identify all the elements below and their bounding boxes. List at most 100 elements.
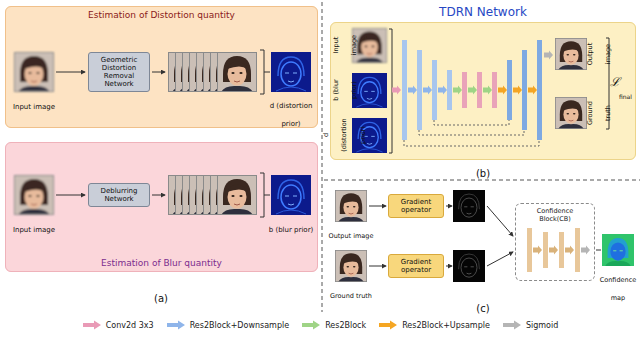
figure-part (417, 50, 422, 130)
label-holder: Output image (578, 37, 615, 71)
figure-part (217, 175, 257, 215)
figure-part (324, 180, 640, 181)
label-holder: Ground truth (330, 284, 372, 302)
figure-part (330, 22, 636, 160)
image-label: Ground truth (330, 292, 372, 300)
legend-swatch (378, 320, 398, 330)
box-label: Deblurring Network (92, 187, 146, 203)
figure-part (462, 72, 467, 108)
figure-part (492, 72, 497, 108)
figure-part (264, 72, 270, 73)
figure-part (487, 252, 513, 266)
figure-part (453, 190, 485, 222)
legend-swatch (82, 320, 102, 330)
figure-part (555, 97, 587, 129)
operator-box: Gradient operator (388, 194, 444, 218)
figure-part (392, 86, 401, 95)
loss-subscript: final (619, 93, 632, 100)
figure-part (322, 2, 323, 312)
figure-part (408, 86, 417, 95)
figure-part (537, 40, 542, 140)
legend-item: Res2Block (301, 320, 366, 330)
legend-text: Sigmoid (526, 321, 558, 330)
prior-label: d (distortion prior) (322, 118, 367, 152)
figure-part (14, 52, 54, 92)
unet-bars (402, 40, 542, 140)
figure-part (596, 250, 601, 251)
swatch-arrow (379, 321, 397, 330)
network-panel: TDRN Network (330, 22, 636, 160)
figure-part (533, 246, 542, 255)
figure-part (438, 86, 447, 95)
figure-part (468, 86, 477, 95)
image-label: Output image (329, 232, 374, 240)
label-holder: d (distortion prior) (260, 94, 322, 131)
label-holder: b (blur prior) (260, 218, 322, 236)
confidence-pipeline (335, 190, 634, 282)
panel-title: Estimation of Blur quantity (10, 258, 313, 268)
figure-part (559, 232, 564, 268)
prior-label: d (distortion prior) (270, 102, 313, 128)
panel-fills (5, 6, 636, 272)
figure-part (581, 246, 590, 255)
prior-label: b (blur prior) (269, 226, 314, 234)
legend-swatch (166, 320, 186, 330)
figure-part (453, 250, 485, 282)
legend-text: Res2Block (325, 321, 366, 330)
label-holder: Output image (329, 224, 374, 242)
label-holder: (a) (154, 288, 168, 306)
label-holder: b (blur prior) (324, 72, 361, 108)
image-label: Input image (13, 103, 55, 111)
panel-title: Estimation of Distortion quantity (10, 10, 313, 20)
figure-part (389, 29, 392, 153)
legend-item: Res2Block+Downsample (166, 320, 289, 330)
panel-tag: (c) (476, 303, 489, 314)
figure-part (152, 72, 165, 73)
label-holder: ℒ (610, 72, 620, 90)
box-label: Gradient operator (392, 198, 440, 214)
figure-part (549, 246, 558, 255)
legend-text: Res2Block+Downsample (190, 321, 289, 330)
figure-part (260, 50, 264, 94)
legend-item: Res2Block+Upsample (378, 320, 490, 330)
swatch-arrow (302, 321, 320, 330)
figure-part (446, 266, 452, 267)
figure-part (404, 140, 539, 146)
estimation-panel: Estimation of Blur quantity Deblurring Ne… (5, 142, 318, 272)
network-box: Geometric Distortion Removal Network (88, 52, 150, 92)
figure-part (5, 6, 318, 128)
swatch-arrow (503, 321, 521, 330)
figure-part (352, 118, 387, 153)
figure-part (575, 228, 580, 272)
confidence-block: Confidence Block(CB) (515, 203, 595, 281)
operator-box: Gradient operator (388, 254, 444, 278)
figure-part (419, 130, 524, 135)
swatch-arrow (167, 321, 185, 330)
label-holder: Input image (324, 27, 361, 63)
legend-swatch (301, 320, 321, 330)
legend-text: Res2Block+Upsample (402, 321, 490, 330)
panel-tag: (a) (154, 293, 168, 304)
box-label: Geometric Distortion Removal Network (92, 56, 146, 88)
figure-part (335, 250, 367, 282)
figure-part (434, 120, 509, 125)
skip-connections (404, 120, 539, 146)
figure-part (453, 86, 462, 95)
image-label: Input image (332, 35, 358, 55)
figure-part (264, 195, 270, 196)
label-holder: d (distortion prior) (314, 116, 369, 154)
figure-part (498, 86, 507, 95)
panel-title: Confidence Block(CB) (520, 207, 590, 223)
figure-part (260, 173, 264, 217)
loss-symbol: ℒ (610, 75, 620, 89)
figure-part (369, 206, 386, 207)
image-label: Confidence map (600, 276, 637, 302)
figure-part (5, 142, 318, 272)
legend-swatch (502, 320, 522, 330)
figure-part (483, 86, 492, 95)
figure-part (477, 72, 482, 108)
figure-part (56, 195, 85, 196)
swatch-arrow (83, 321, 101, 330)
